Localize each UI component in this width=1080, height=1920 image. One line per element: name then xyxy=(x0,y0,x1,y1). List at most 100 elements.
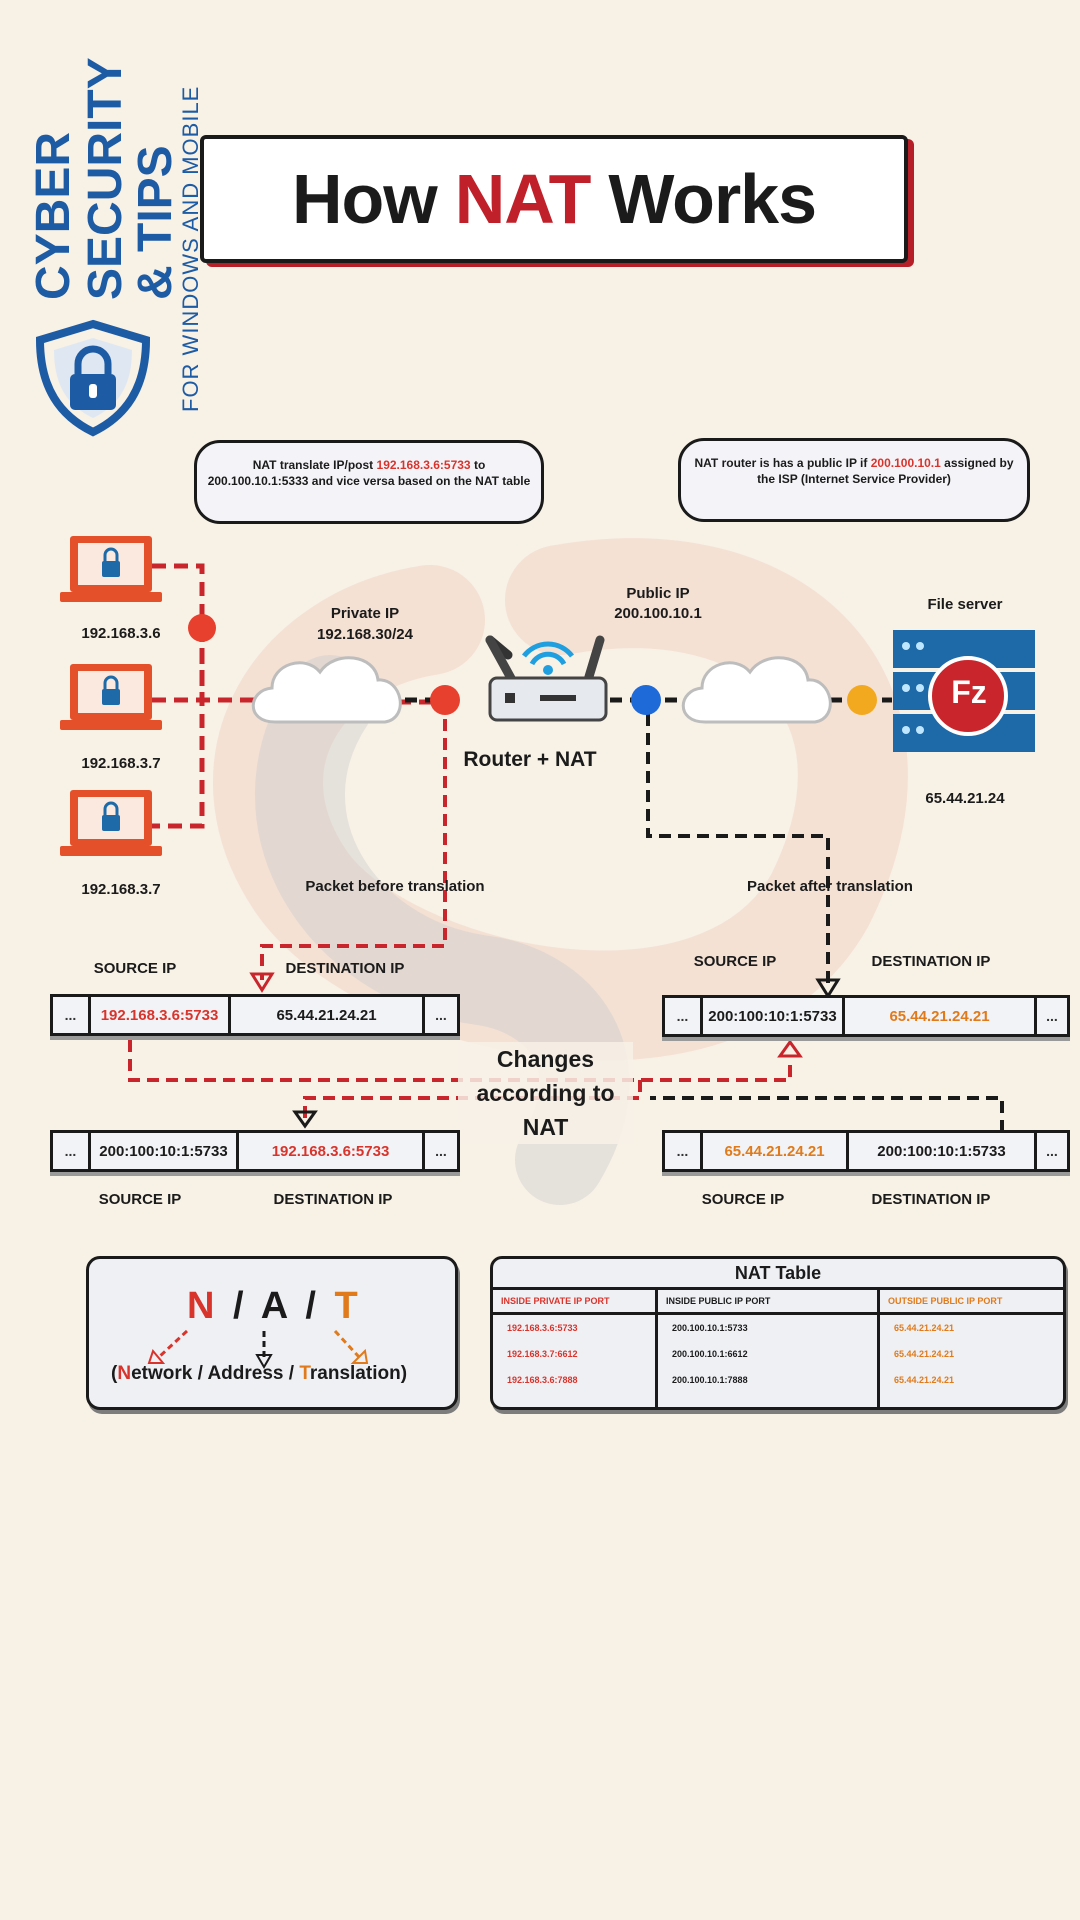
nat-table: NAT Table INSIDE PRIVATE IP PORT 192.168… xyxy=(490,1256,1066,1410)
arrow-down-icon xyxy=(292,1110,318,1129)
node-dot-server xyxy=(847,685,877,715)
callout-public-ip: NAT router is has a public IP if 200.100… xyxy=(678,438,1030,522)
cloud-private-icon xyxy=(251,656,402,724)
nat-col-inside-private: INSIDE PRIVATE IP PORT 192.168.3.6:5733 … xyxy=(493,1290,658,1407)
title-part-how: How xyxy=(291,160,438,238)
public-ip-value: 200.100.10.1 xyxy=(614,605,702,622)
packet-source-value: 192.168.3.6:5733 xyxy=(91,997,231,1033)
label-destination-ip-rt: DESTINATION IP xyxy=(871,953,991,970)
legend-acronym: N / A / T xyxy=(187,1285,362,1328)
callout-left-text-post: to 200.100.10.1:5333 and vice versa base… xyxy=(207,458,531,488)
router-icon xyxy=(485,635,608,722)
packet-ellipsis: ... xyxy=(435,1007,447,1023)
nat-cell: 65.44.21.24.21 xyxy=(894,1375,955,1385)
callout-right-text-pre: NAT router is has a public IP if xyxy=(694,456,871,470)
nat-cell: 192.168.3.6:7888 xyxy=(507,1375,578,1385)
label-source-ip-lt: SOURCE IP xyxy=(93,960,177,977)
packet-ellipsis: ... xyxy=(1046,1143,1058,1159)
packet-ellipsis: ... xyxy=(1046,1008,1058,1024)
callout-left-highlight: 192.168.3.6:5733 xyxy=(376,458,471,472)
changes-label: Changes according to NAT xyxy=(458,1042,633,1144)
packet-source-value: 200:100:10:1:5733 xyxy=(91,1133,239,1169)
legend-paren-close: ) xyxy=(400,1363,408,1384)
legend-network-rest: etwork xyxy=(131,1363,193,1384)
title-part-nat: NAT xyxy=(454,160,592,238)
packet-left-top: ... 192.168.3.6:5733 65.44.21.24.21 ... xyxy=(50,994,460,1036)
packet-destination-value: 65.44.21.24.21 xyxy=(845,998,1037,1034)
nat-cell: 65.44.21.24.21 xyxy=(894,1323,955,1333)
nat-table-title: NAT Table xyxy=(493,1259,1063,1290)
packet-ellipsis: ... xyxy=(435,1143,447,1159)
title-part-works: Works xyxy=(608,160,817,238)
arrow-after-icon xyxy=(815,978,841,999)
legend-network-first: N xyxy=(117,1363,132,1384)
shield-lock-icon xyxy=(35,319,151,437)
packet-left-bottom: ... 200:100:10:1:5733 192.168.3.6:5733 .… xyxy=(50,1130,460,1172)
legend-translation-rest: ranslation xyxy=(309,1363,401,1384)
packet-destination-value: 192.168.3.6:5733 xyxy=(239,1133,425,1169)
legend-paren-open: ( xyxy=(111,1363,118,1384)
nat-cell: 200.100.10.1:7888 xyxy=(672,1375,748,1385)
nat-table-grid: INSIDE PRIVATE IP PORT 192.168.3.6:5733 … xyxy=(493,1290,1063,1407)
legend-slash: / xyxy=(305,1285,320,1327)
packet-ellipsis: ... xyxy=(53,1133,91,1169)
nat-header: INSIDE PRIVATE IP PORT xyxy=(493,1290,655,1315)
host-ip-2: 192.168.3.7 xyxy=(81,755,161,772)
legend-letter-t: T xyxy=(334,1285,362,1327)
nat-col-inside-public: INSIDE PUBLIC IP PORT 200.100.10.1:5733 … xyxy=(658,1290,880,1407)
file-server-icon xyxy=(893,630,1035,752)
page-title: How NAT Works xyxy=(200,135,908,263)
packet-path-after xyxy=(646,714,1004,1132)
packet-source-value: 65.44.21.24.21 xyxy=(703,1133,849,1169)
nat-cell: 65.44.21.24.21 xyxy=(894,1349,955,1359)
nat-header: INSIDE PUBLIC IP PORT xyxy=(658,1290,877,1315)
legend-sep: / xyxy=(283,1363,300,1384)
packet-ellipsis: ... xyxy=(665,998,703,1034)
packet-ellipsis: ... xyxy=(665,1133,703,1169)
label-destination-ip-rb: DESTINATION IP xyxy=(871,1191,991,1208)
legend-slash: / xyxy=(233,1285,248,1327)
host-ip-1: 192.168.3.6 xyxy=(81,625,161,642)
packet-destination-value: 200:100:10:1:5733 xyxy=(849,1133,1037,1169)
callout-right-highlight: 200.100.10.1 xyxy=(870,456,941,470)
callout-left-text-pre: NAT translate IP/post xyxy=(252,458,377,472)
laptop-icon-2 xyxy=(60,664,162,730)
nat-cell: 192.168.3.6:5733 xyxy=(507,1323,578,1333)
node-dot-hosts xyxy=(188,614,216,642)
nat-cell: 192.168.3.7:6612 xyxy=(507,1349,578,1359)
cloud-public-icon xyxy=(681,656,832,724)
nat-cell: 200.100.10.1:6612 xyxy=(672,1349,748,1359)
filezilla-logo: Fz xyxy=(951,674,987,710)
router-label: Router + NAT xyxy=(463,748,597,771)
packet-after-label: Packet after translation xyxy=(747,878,913,895)
arrow-before-icon xyxy=(249,972,275,993)
packet-right-bottom: ... 65.44.21.24.21 200:100:10:1:5733 ... xyxy=(662,1130,1070,1172)
packet-ellipsis: ... xyxy=(53,997,91,1033)
nat-col-outside-public: OUTSIDE PUBLIC IP PORT 65.44.21.24.21 65… xyxy=(880,1290,1063,1407)
legend-letter-n: N xyxy=(187,1285,219,1327)
label-source-ip-rt: SOURCE IP xyxy=(693,953,777,970)
callout-translate: NAT translate IP/post 192.168.3.6:5733 t… xyxy=(194,440,544,524)
private-ip-value: 192.168.30/24 xyxy=(317,626,413,643)
file-server-label: File server xyxy=(927,596,1003,613)
node-dot-public xyxy=(631,685,661,715)
legend-letter-a: A xyxy=(260,1285,291,1327)
packet-before-label: Packet before translation xyxy=(305,878,485,895)
private-ip-label: Private IP xyxy=(330,605,400,622)
changes-line-3: NAT xyxy=(522,1114,569,1140)
laptop-icon-3 xyxy=(60,790,162,856)
label-destination-ip-lb: DESTINATION IP xyxy=(273,1191,393,1208)
packet-source-value: 200:100:10:1:5733 xyxy=(703,998,845,1034)
file-server-ip: 65.44.21.24 xyxy=(925,790,1005,807)
label-source-ip-rb: SOURCE IP xyxy=(701,1191,785,1208)
changes-line-2: according to xyxy=(476,1080,615,1106)
label-destination-ip-lt: DESTINATION IP xyxy=(285,960,405,977)
arrow-up-icon xyxy=(777,1039,803,1058)
legend-translation-first: T xyxy=(299,1363,310,1384)
nat-header: OUTSIDE PUBLIC IP PORT xyxy=(880,1290,1063,1315)
changes-line-1: Changes xyxy=(496,1046,595,1072)
label-source-ip-lb: SOURCE IP xyxy=(98,1191,182,1208)
legend-sep: / xyxy=(192,1363,208,1384)
public-ip-label: Public IP xyxy=(626,585,690,602)
packet-right-top: ... 200:100:10:1:5733 65.44.21.24.21 ... xyxy=(662,995,1070,1037)
